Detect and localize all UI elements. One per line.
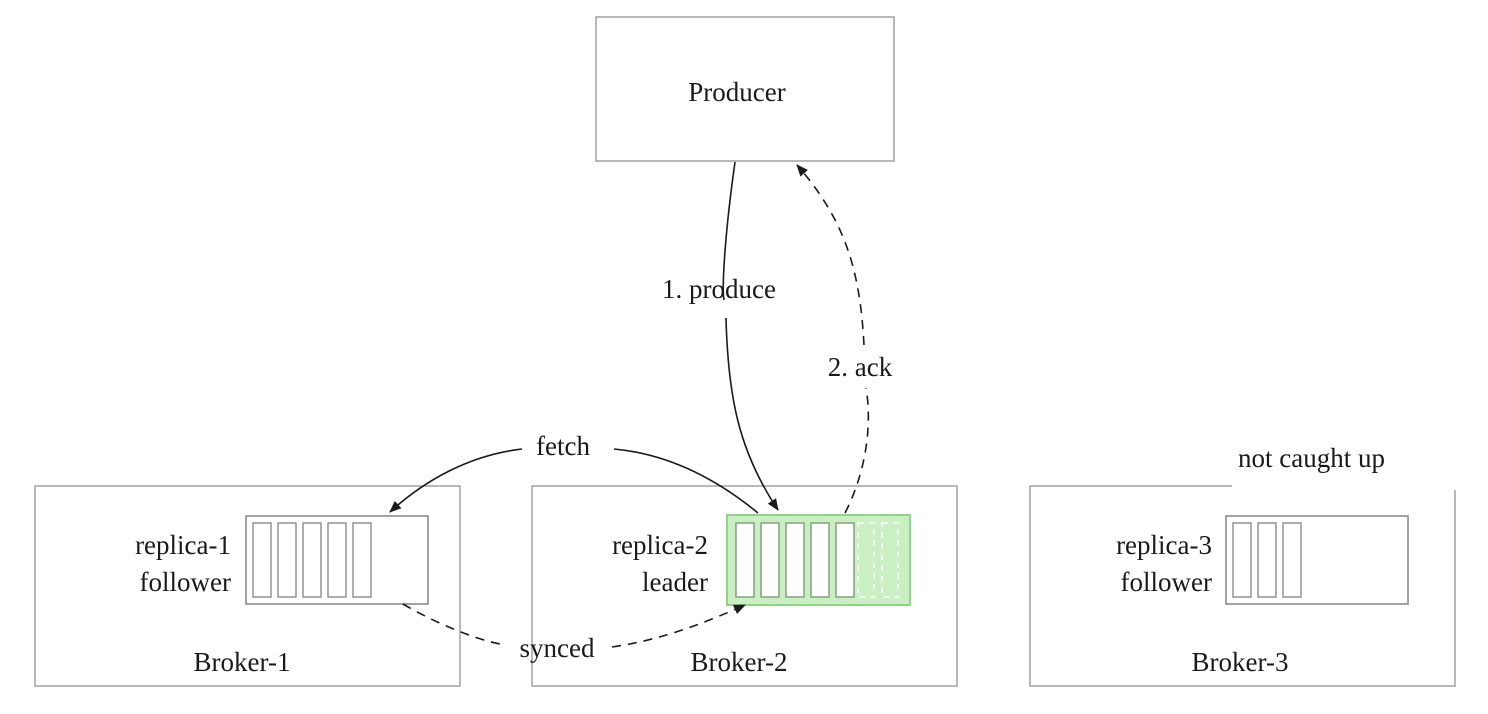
ack-label: 2. ack [828, 352, 893, 382]
broker-3-label-gap [1232, 478, 1458, 490]
ack-arrow [796, 164, 865, 346]
replica-3-entry-3 [1282, 522, 1302, 598]
replica-3-entry-2 [1257, 522, 1277, 598]
replica-1-entry-1 [252, 522, 272, 598]
produce-label: 1. produce [662, 274, 776, 304]
replica-1-entry-3 [302, 522, 322, 598]
replica-2-entry-2 [760, 522, 780, 598]
replica-1-entry-4 [327, 522, 347, 598]
replica-1-entry-5 [352, 522, 372, 598]
replica-1-entry-2 [277, 522, 297, 598]
replica-2-entry-4 [810, 522, 830, 598]
replica-3-log-entries [1232, 522, 1302, 598]
broker-2-label: Broker-2 [691, 647, 788, 677]
replica-2-pending-entry-2 [881, 522, 899, 598]
replica-2-name: replica-2 [612, 530, 708, 560]
replica-2-entry-5 [835, 522, 855, 598]
producer-box [595, 16, 895, 162]
produce-arrow-top [722, 161, 736, 301]
producer-label: Producer [688, 77, 785, 107]
replica-1-name: replica-1 [135, 530, 231, 560]
broker-3-node: not caught up Broker-3 replica-3 followe… [1029, 443, 1458, 687]
replica-3-entry-1 [1232, 522, 1252, 598]
not-caught-up-label: not caught up [1238, 443, 1385, 473]
synced-arrow [611, 604, 746, 648]
replica-2-role: leader [642, 567, 708, 597]
replica-3-role: follower [1121, 567, 1212, 597]
broker-1-node: Broker-1 replica-1 follower [34, 485, 461, 687]
replica-2-pending-entry-1 [857, 522, 875, 598]
fetch-arrow-right [613, 448, 759, 514]
produce-arrow [725, 317, 779, 511]
producer-node: Producer [595, 16, 895, 162]
synced-arrow-left [402, 603, 501, 645]
replica-3-name: replica-3 [1116, 530, 1212, 560]
replica-2-log-entries [735, 522, 899, 598]
fetch-label: fetch [536, 431, 590, 461]
ack-arrow-bottom [844, 387, 870, 514]
synced-label: synced [520, 633, 595, 663]
fetch-arrow [389, 448, 523, 513]
broker-1-label: Broker-1 [194, 647, 291, 677]
replica-1-role: follower [140, 567, 231, 597]
replica-3-log [1225, 515, 1409, 605]
replica-2-entry-3 [785, 522, 805, 598]
replica-1-log-entries [252, 522, 372, 598]
replica-2-entry-1 [735, 522, 755, 598]
broker-2-node: Broker-2 replica-2 leader [531, 485, 958, 687]
broker-3-label: Broker-3 [1192, 647, 1289, 677]
